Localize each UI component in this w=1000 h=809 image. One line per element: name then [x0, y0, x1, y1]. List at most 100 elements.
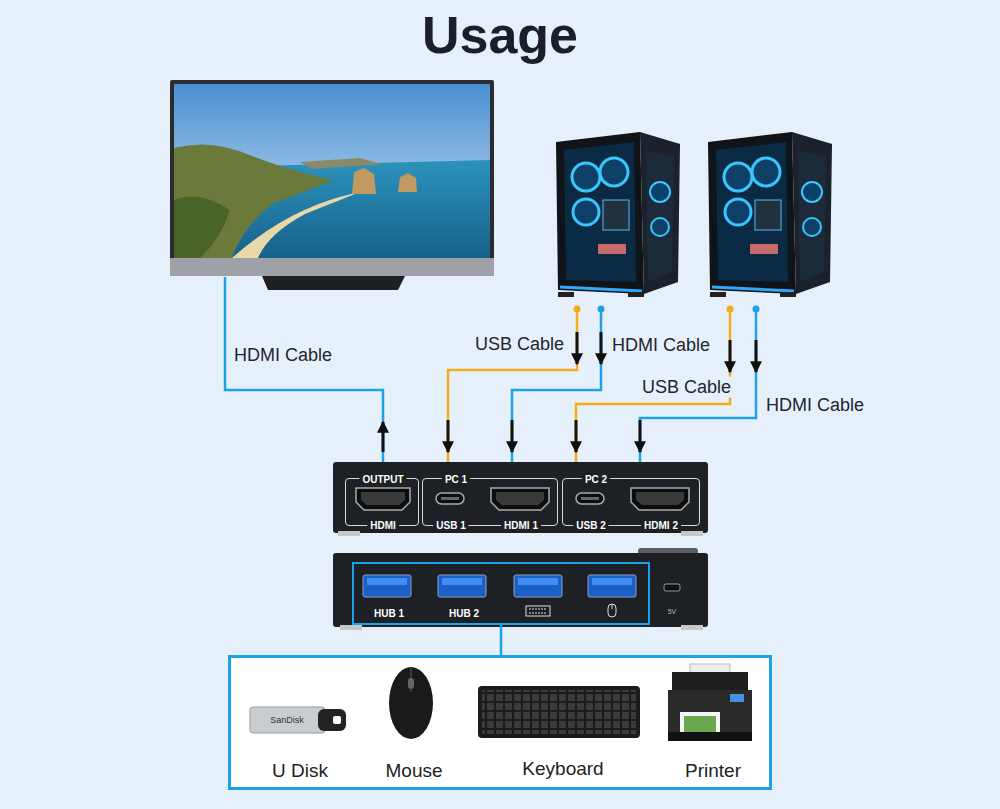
arrow	[729, 340, 732, 372]
hdmi-port	[631, 488, 689, 510]
arrow	[447, 420, 450, 452]
printed-photo	[684, 716, 716, 732]
tv-screen	[174, 84, 490, 258]
port-label: OUTPUT	[359, 474, 406, 486]
printer-scanner	[672, 672, 748, 690]
usb-port-tongue	[442, 578, 482, 585]
usb-drive-cap	[318, 709, 346, 731]
connector	[500, 625, 503, 655]
hdmi-cable	[225, 277, 383, 462]
cables	[225, 277, 756, 462]
mouse-symbol	[608, 604, 616, 617]
cable-end	[727, 306, 734, 313]
direction-arrows	[383, 332, 756, 452]
printer-base	[668, 732, 752, 741]
brand-label: SanDisk	[268, 715, 306, 725]
arrow	[755, 340, 758, 372]
tv-bezel	[170, 80, 494, 276]
arrow	[600, 332, 603, 364]
arrow	[576, 332, 579, 364]
output-port-group: OUTPUTHDMI	[345, 478, 419, 526]
pc2-port-group: PC 2USB 2HDMI 2	[562, 478, 700, 526]
far-cliff	[300, 158, 382, 169]
hdmi-port-inner	[361, 492, 405, 505]
micro-usb-port	[664, 584, 680, 591]
hdmi-port-inner	[636, 492, 684, 505]
usb-port	[588, 575, 636, 597]
power-port-label: 5V	[666, 608, 679, 616]
cable-end	[598, 306, 605, 313]
tv-stand	[262, 276, 405, 290]
usb-port	[438, 575, 486, 597]
device-caption: U Disk	[269, 760, 331, 782]
cliff	[174, 144, 334, 258]
printer-screen	[730, 694, 744, 702]
usb-drive-loop	[333, 716, 341, 724]
port-label: HDMI 1	[501, 520, 541, 532]
device-caption: Keyboard	[519, 758, 606, 780]
cable-label: USB Cable	[473, 334, 566, 355]
arrow	[511, 420, 514, 452]
arrow	[575, 420, 578, 452]
switch-body	[333, 553, 708, 627]
usb-port-tongue	[367, 578, 407, 585]
hdmi-cable	[512, 308, 601, 462]
usb-drive-body	[250, 707, 325, 733]
mouse-picture	[389, 667, 433, 739]
switch-body	[333, 462, 708, 533]
pc1-port-group: PC 1USB 1HDMI 1	[422, 478, 558, 526]
hdmi-port	[356, 488, 410, 510]
peripheral-panel	[228, 655, 772, 790]
cable-end	[753, 306, 760, 313]
tv-chin	[170, 258, 494, 276]
cable-label: HDMI Cable	[232, 345, 334, 366]
port-label: USB 1	[433, 520, 468, 532]
usb-cable	[448, 308, 577, 462]
rock-stack	[398, 173, 417, 192]
port-label: PC 2	[582, 474, 610, 486]
keyboard-keys	[482, 690, 636, 734]
usb-port	[363, 575, 411, 597]
pc-tower	[556, 132, 680, 297]
mouse-wheel	[408, 678, 414, 689]
foot	[340, 625, 362, 630]
rock-stack	[352, 168, 376, 194]
keyboard-symbol-keys	[529, 609, 547, 613]
port-label: HUB 2	[446, 608, 482, 620]
port-label: HUB 1	[371, 608, 407, 620]
port-label: HDMI 2	[641, 520, 681, 532]
arrow	[382, 422, 385, 452]
usb-port-tongue	[592, 578, 632, 585]
device-caption: Mouse	[382, 760, 445, 782]
keyboard-picture	[478, 686, 640, 738]
peripheral-box: U DiskMouseKeyboardPrinter	[228, 655, 772, 790]
usb-c-tongue	[581, 497, 599, 500]
cable-label: HDMI Cable	[764, 395, 866, 416]
usb-port	[514, 575, 562, 597]
keyboard-symbol	[526, 606, 550, 616]
cable-label: HDMI Cable	[610, 335, 712, 356]
port-label: PC 1	[442, 474, 470, 486]
switch-back	[333, 548, 708, 630]
port-label: USB 2	[573, 520, 608, 532]
switch-front	[333, 462, 708, 536]
pc-tower	[708, 132, 832, 297]
usb-c-tongue	[441, 497, 459, 500]
foot	[681, 625, 703, 630]
cable-label: USB Cable	[640, 377, 733, 398]
bushes	[174, 197, 230, 258]
port-label: HDMI	[367, 520, 399, 532]
usb-c-port	[436, 493, 464, 504]
arrow	[639, 420, 642, 452]
peripherals	[228, 655, 772, 790]
foot	[338, 531, 360, 536]
hdmi-port-inner	[496, 492, 544, 505]
mouse-symbol-line	[612, 604, 613, 609]
foot	[681, 531, 703, 536]
usb-port-tongue	[518, 578, 558, 585]
usb-hub-ports: HUB 1 HUB 2	[352, 562, 650, 625]
tv-illustration	[170, 80, 494, 290]
usb-c-port	[576, 493, 604, 504]
